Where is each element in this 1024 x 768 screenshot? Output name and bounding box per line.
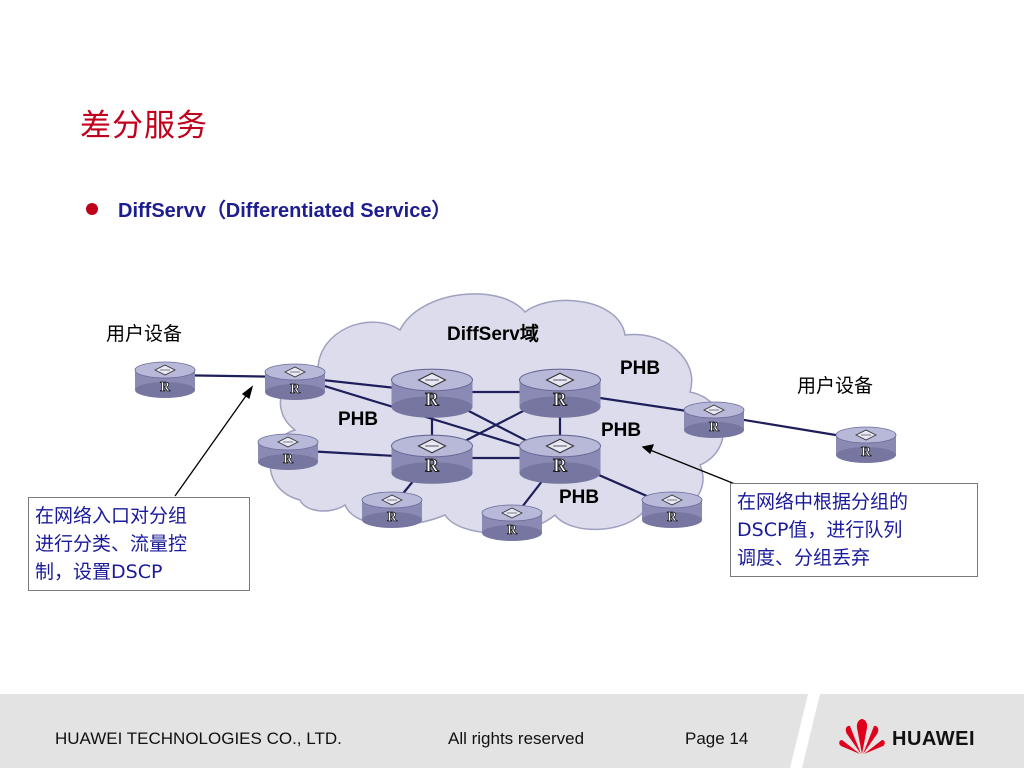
note-ingress-line: 进行分类、流量控	[35, 533, 188, 555]
router-edge-5: R	[641, 491, 703, 529]
router-letter: R	[160, 380, 171, 395]
router-edge-6: R	[683, 401, 745, 439]
note-core: 在网络中根据分组的 DSCP值，进行队列 调度、分组丢弃	[730, 483, 978, 577]
label-user-device-right: 用户设备	[797, 375, 873, 397]
footer-divider	[790, 694, 820, 768]
footer-company: HUAWEI TECHNOLOGIES CO., LTD.	[55, 729, 342, 748]
label-phb-bottom: PHB	[559, 487, 599, 508]
note-ingress-line: 在网络入口对分组	[35, 505, 188, 527]
router-letter: R	[425, 456, 439, 477]
router-letter: R	[553, 390, 567, 411]
footer-page: Page 14	[685, 729, 749, 748]
label-phb-right: PHB	[601, 420, 641, 441]
router-core-1: R	[390, 368, 474, 419]
huawei-logo-icon	[839, 719, 885, 754]
router-letter: R	[425, 390, 439, 411]
note-core-line: 在网络中根据分组的	[737, 491, 909, 513]
router-letter: R	[553, 456, 567, 477]
footer-bar	[0, 694, 1024, 768]
router-letter: R	[290, 382, 301, 397]
bullet-item: DiffServv（Differentiated Service）	[86, 194, 451, 223]
router-letter: R	[283, 452, 294, 467]
router-user-right: R	[835, 426, 897, 464]
router-letter: R	[387, 510, 398, 525]
footer-rights: All rights reserved	[448, 729, 585, 748]
router-edge-1: R	[264, 363, 326, 401]
note-core-line: DSCP值，进行队列	[737, 519, 903, 541]
router-letter: R	[507, 523, 518, 538]
label-user-device-left: 用户设备	[106, 323, 182, 345]
router-edge-3: R	[361, 491, 423, 529]
router-core-3: R	[390, 434, 474, 485]
router-letter: R	[667, 510, 678, 525]
note-core-line: 调度、分组丢弃	[737, 547, 871, 569]
annotation-arrows	[174, 385, 736, 497]
router-letter: R	[861, 445, 872, 460]
router-core-2: R	[518, 368, 602, 419]
router-core-4: R	[518, 434, 602, 485]
label-phb-top: PHB	[620, 358, 660, 379]
note-ingress: 在网络入口对分组 进行分类、流量控 制，设置DSCP	[28, 497, 250, 591]
router-edge-2: R	[257, 433, 319, 471]
router-letter: R	[709, 420, 720, 435]
router-edge-4: R	[481, 504, 543, 542]
footer-brand: HUAWEI	[892, 728, 975, 750]
router-user-left: R	[134, 361, 196, 399]
label-diffserv-domain: DiffServ域	[447, 322, 539, 345]
bullet-dot-icon	[86, 202, 98, 215]
slide-title: 差分服务	[80, 108, 208, 144]
label-phb-left: PHB	[338, 409, 378, 430]
diffserv-diagram: R R R R R R R R R R R R	[106, 293, 897, 542]
bullet-text: DiffServv（Differentiated Service）	[118, 200, 452, 222]
note-ingress-line: 制，设置DSCP	[35, 561, 163, 583]
